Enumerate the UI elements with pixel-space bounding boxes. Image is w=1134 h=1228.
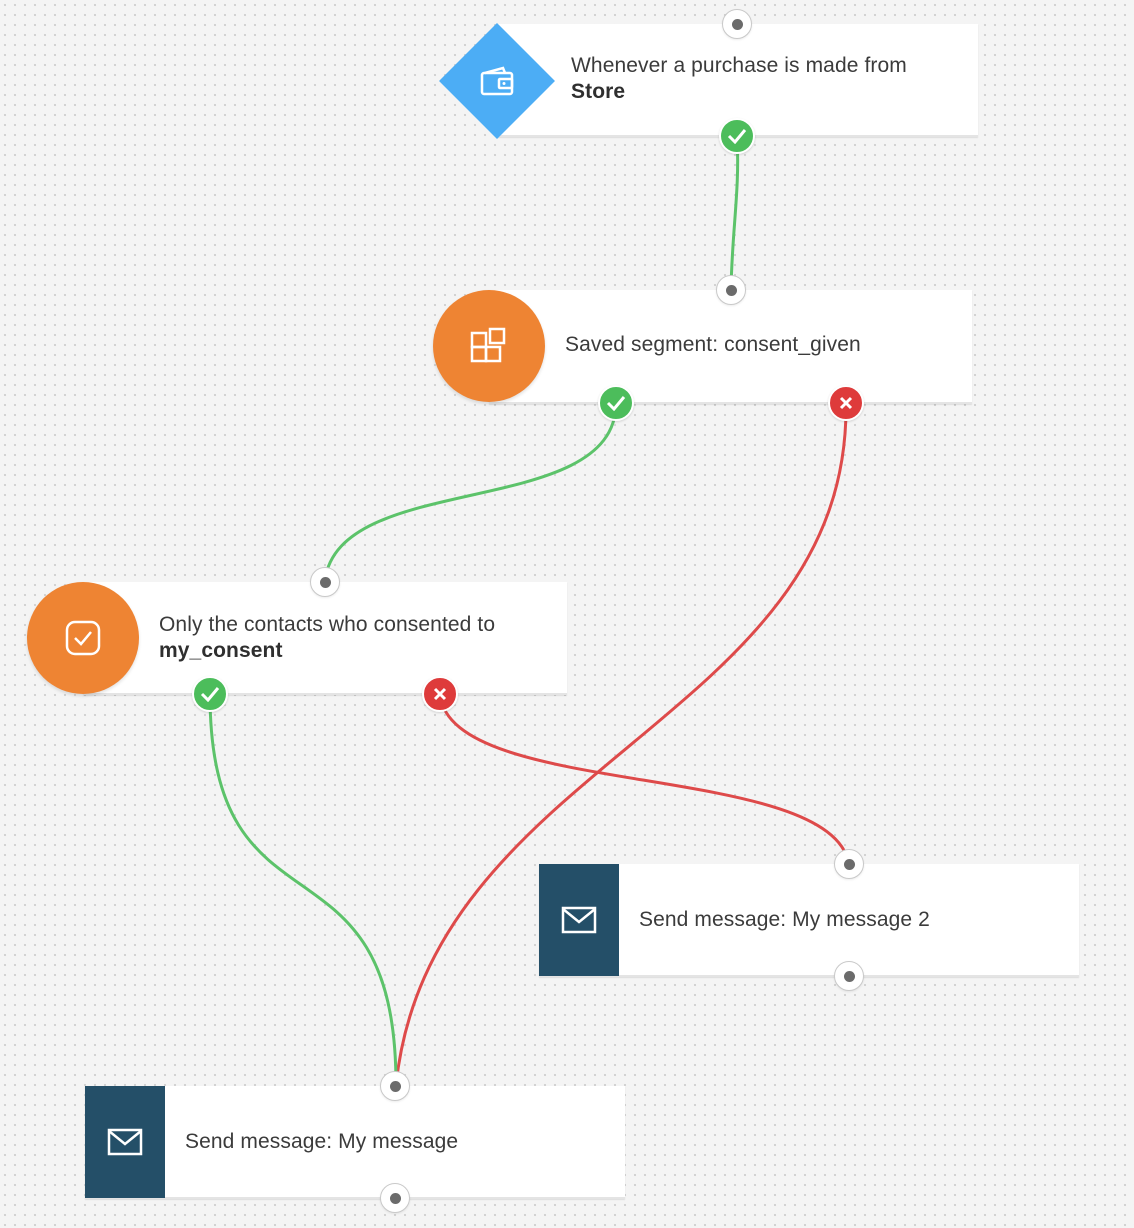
message1-node-card[interactable]: Send message: My message xyxy=(85,1086,625,1199)
consent-yes-connector[interactable] xyxy=(192,676,228,712)
envelope-icon xyxy=(107,1128,143,1156)
check-icon xyxy=(200,687,220,702)
trigger-node-card[interactable]: Whenever a purchase is made from Store xyxy=(497,24,978,137)
message2-node-icon-bg[interactable] xyxy=(539,864,619,976)
cross-icon xyxy=(433,687,447,701)
segment-yes-connector[interactable] xyxy=(598,385,634,421)
message1-output-port[interactable] xyxy=(380,1183,410,1213)
consent-input-port[interactable] xyxy=(310,567,340,597)
segment-node-text: Saved segment: consent_given xyxy=(565,333,861,356)
trigger-node-text: Whenever a purchase is made from Store xyxy=(571,53,907,105)
trigger-yes-connector[interactable] xyxy=(719,118,755,154)
message2-node-text: Send message: My message 2 xyxy=(639,908,930,931)
message2-node-card[interactable]: Send message: My message 2 xyxy=(539,864,1079,977)
wallet-icon xyxy=(477,61,517,101)
segment-no-connector[interactable] xyxy=(828,385,864,421)
consent-node-card[interactable]: Only the contacts who consented to my_co… xyxy=(83,582,567,695)
connection-segment-yes-to-consent xyxy=(323,402,618,581)
consent-name: my_consent xyxy=(159,639,283,662)
consent-text-line1: Only the contacts who consented to xyxy=(159,613,496,636)
check-icon xyxy=(727,129,747,144)
cross-icon xyxy=(839,396,853,410)
trigger-input-port[interactable] xyxy=(722,9,752,39)
trigger-source-name: Store xyxy=(571,80,626,103)
connection-segment-no-to-message1 xyxy=(394,402,848,1086)
connection-consent-no-to-message2 xyxy=(438,693,851,865)
checkbox-icon xyxy=(65,620,101,656)
segment-node-card[interactable]: Saved segment: consent_given xyxy=(489,290,972,404)
consent-no-connector[interactable] xyxy=(422,676,458,712)
message2-output-port[interactable] xyxy=(834,961,864,991)
message2-input-port[interactable] xyxy=(834,849,864,879)
segment-blocks-icon xyxy=(470,327,506,363)
consent-node-icon-bg[interactable] xyxy=(27,582,139,694)
segment-node-icon-bg[interactable] xyxy=(433,290,545,402)
check-icon xyxy=(606,396,626,411)
message1-node-icon-bg[interactable] xyxy=(85,1086,165,1198)
message1-input-port[interactable] xyxy=(380,1071,410,1101)
segment-input-port[interactable] xyxy=(716,275,746,305)
connection-consent-yes-to-message1 xyxy=(208,693,398,1086)
envelope-icon xyxy=(561,906,597,934)
consent-node-text: Only the contacts who consented to my_co… xyxy=(159,612,495,664)
message1-node-text: Send message: My message xyxy=(185,1130,459,1153)
trigger-text-line1: Whenever a purchase is made from xyxy=(571,54,907,77)
connection-trigger-to-segment xyxy=(729,135,740,291)
